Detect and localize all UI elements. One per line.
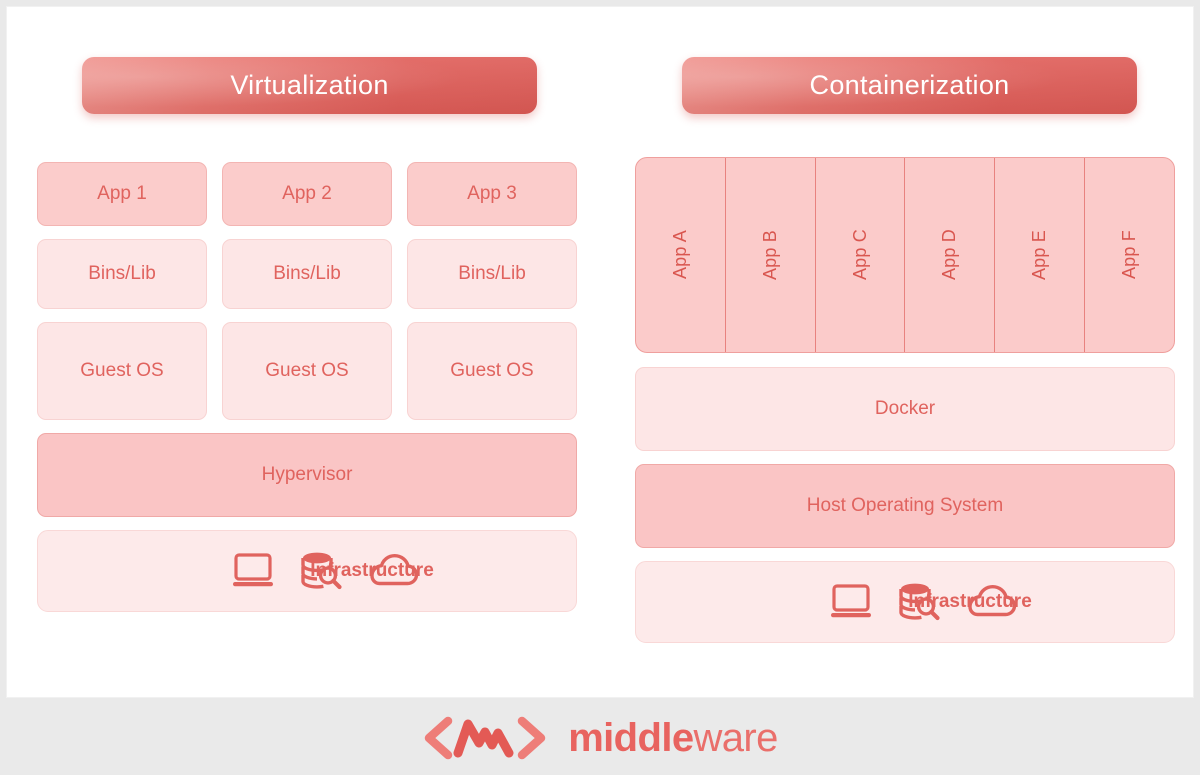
container-app-label: App E	[1029, 229, 1050, 281]
database-search-icon	[896, 581, 942, 623]
infrastructure-icon-group	[828, 581, 1020, 623]
guest-os-row: Guest OS Guest OS Guest OS	[37, 322, 577, 420]
infrastructure-row: Infrastructure	[37, 530, 577, 612]
app-row: App 1 App 2 App 3	[37, 162, 577, 226]
infrastructure-box: Infrastructure	[37, 530, 577, 612]
code-chevrons-logo-icon	[422, 715, 548, 761]
guest-os-label: Guest OS	[265, 360, 349, 381]
footer-bar: middleware	[0, 700, 1200, 775]
hypervisor-box: Hypervisor	[37, 433, 577, 517]
app-box: App 2	[222, 162, 392, 226]
app-box: App 1	[37, 162, 207, 226]
host-os-row: Host Operating System	[635, 464, 1175, 548]
container-app-cell: App B	[726, 158, 816, 352]
bins-lib-box: Bins/Lib	[407, 239, 577, 309]
guest-os-box: Guest OS	[407, 322, 577, 420]
app-box: App 3	[407, 162, 577, 226]
guest-os-label: Guest OS	[80, 360, 164, 381]
docker-box: Docker	[635, 367, 1175, 451]
container-app-label: App A	[669, 230, 690, 280]
containers-block: App A App B App C App D App E App F	[635, 157, 1175, 353]
bins-lib-box: Bins/Lib	[37, 239, 207, 309]
infrastructure-box: Infrastructure	[635, 561, 1175, 643]
laptop-icon	[230, 551, 276, 591]
bins-lib-label: Bins/Lib	[458, 263, 526, 284]
container-app-label: App D	[939, 229, 960, 281]
container-app-cell: App F	[1085, 158, 1174, 352]
container-app-cell: App A	[636, 158, 726, 352]
host-os-label: Host Operating System	[806, 495, 1004, 516]
bins-lib-box: Bins/Lib	[222, 239, 392, 309]
container-app-cell: App D	[905, 158, 996, 352]
containerization-banner-label: Containerization	[809, 70, 1010, 100]
guest-os-label: Guest OS	[450, 360, 534, 381]
guest-os-box: Guest OS	[222, 322, 392, 420]
virtualization-banner-wrapper: Virtualization	[82, 57, 537, 114]
bins-lib-label: Bins/Lib	[273, 263, 341, 284]
diagram-card: Virtualization Containerization App 1 Ap…	[6, 6, 1194, 698]
container-app-cell: App E	[995, 158, 1086, 352]
infrastructure-icon-group	[230, 550, 422, 592]
cloud-icon	[964, 583, 1020, 621]
container-app-label: App F	[1119, 230, 1140, 280]
brand-wordmark-bold: middle	[568, 715, 694, 760]
bins-lib-label: Bins/Lib	[88, 263, 156, 284]
infrastructure-row: Infrastructure	[635, 561, 1175, 643]
laptop-icon	[828, 582, 874, 622]
brand-logo: middleware	[422, 715, 778, 761]
app-box-label: App 1	[97, 183, 147, 204]
host-os-box: Host Operating System	[635, 464, 1175, 548]
container-app-label: App C	[849, 229, 870, 281]
hypervisor-row: Hypervisor	[37, 433, 577, 517]
docker-label: Docker	[874, 398, 936, 419]
containerization-banner: Containerization	[682, 57, 1137, 114]
guest-os-box: Guest OS	[37, 322, 207, 420]
container-app-cell: App C	[816, 158, 906, 352]
brand-wordmark-light: ware	[693, 715, 779, 760]
container-app-label: App B	[759, 229, 780, 281]
app-box-label: App 3	[467, 183, 517, 204]
app-box-label: App 2	[282, 183, 332, 204]
cloud-icon	[366, 552, 422, 590]
docker-row: Docker	[635, 367, 1175, 451]
brand-wordmark: middleware	[568, 718, 778, 758]
containerization-banner-wrapper: Containerization	[682, 57, 1137, 114]
virtualization-banner: Virtualization	[82, 57, 537, 114]
bins-lib-row: Bins/Lib Bins/Lib Bins/Lib	[37, 239, 577, 309]
virtualization-stack: App 1 App 2 App 3 Bins/Lib Bins/Lib Bins…	[37, 162, 577, 612]
database-search-icon	[298, 550, 344, 592]
containerization-stack: App A App B App C App D App E App F	[635, 157, 1175, 643]
hypervisor-label: Hypervisor	[261, 464, 353, 485]
virtualization-banner-label: Virtualization	[230, 70, 389, 100]
